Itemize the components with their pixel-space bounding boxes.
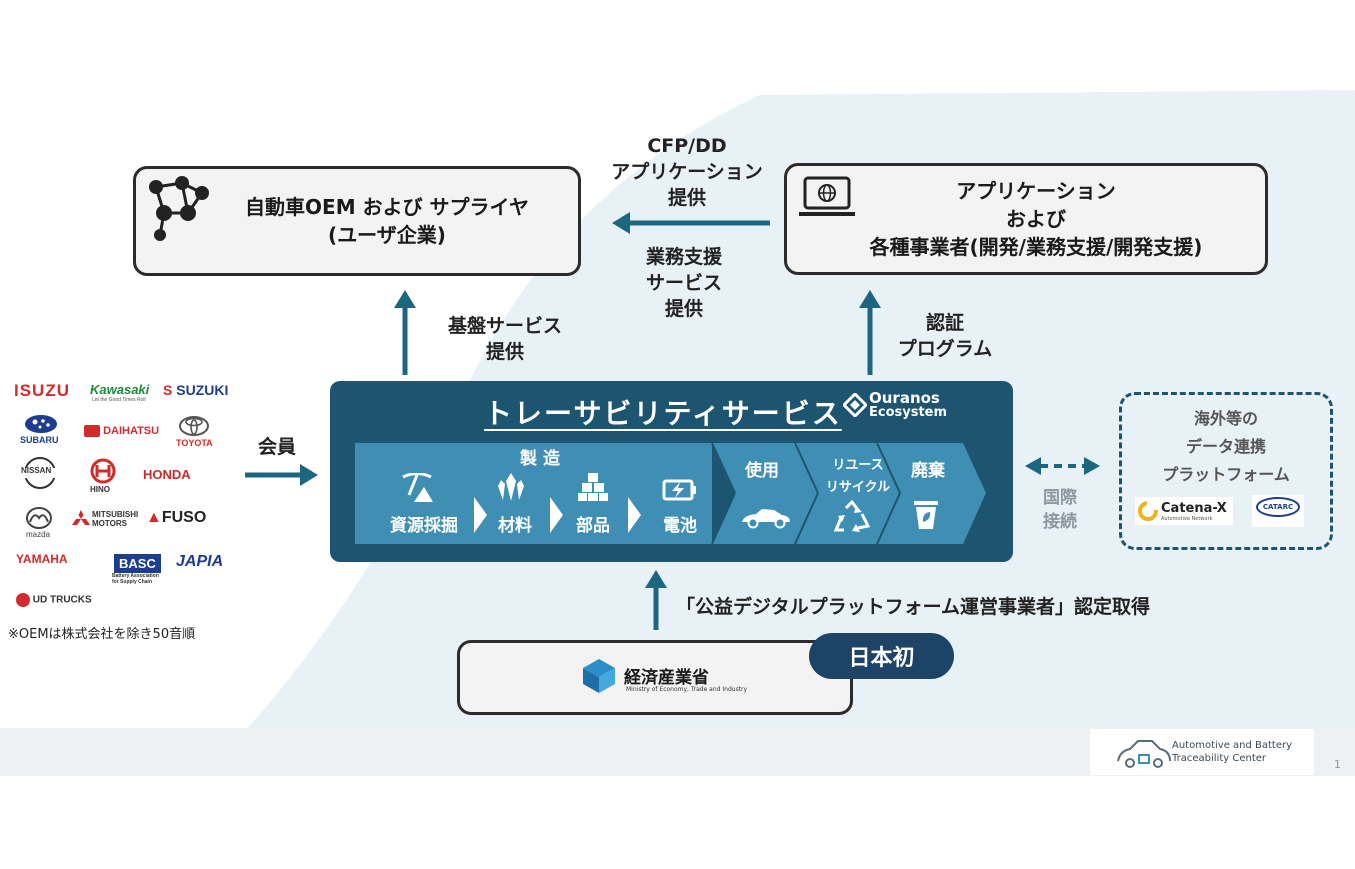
footer-logo-line2: Traceability Center [1172,753,1267,764]
logo-suzuki: S SUZUKI [163,382,229,398]
cert-program-label: 認証プログラム [897,312,993,360]
network-people-icon [149,176,209,241]
daihatsu-mark-icon [84,425,100,438]
pickaxe-icon [402,473,433,502]
catarc-logo: CATARC [1252,495,1304,527]
footer-logo-line1: Automotive and Battery [1172,740,1293,751]
catena-x-logo: Catena-X Automotive Network [1135,497,1233,525]
manufacturing-label: 製 造 [520,449,560,469]
crystal-icon [498,473,524,501]
oem-order-note: ※OEMは株式会社を除き50音順 [8,627,196,642]
oem-box-line2: (ユーザ企業) [328,223,446,247]
ud-mark-icon [16,593,30,607]
member-label: 会員 [257,436,296,458]
step-parts: 部品 [576,516,610,536]
logo-basc: BASC [114,554,161,573]
oem-box-line1: 自動車OEM および サプライヤ [245,195,529,219]
fuso-mark-icon: ▲ [146,509,162,526]
logo-daihatsu: DAIHATSU [84,425,159,438]
application-box: アプリケーション および 各種事業者(開発/業務支援/開発支援) [784,163,1268,275]
logo-kawasaki: Kawasaki [90,382,150,397]
traceability-title: トレーサビリティサービス [484,397,842,430]
logo-isuzu: ISUZU [14,381,70,400]
page-number: 1 [1334,758,1341,771]
logo-fuso: ▲FUSO [146,509,207,526]
car-battery-outline-icon [1117,740,1171,768]
logo-japia: JAPIA [176,553,224,570]
laptop-globe-icon [799,176,855,216]
nissan-emblem-icon [20,457,60,489]
suzuki-mark-icon: S [163,382,173,398]
toyota-emblem-icon [179,416,209,436]
step-materials: 材料 [498,516,532,536]
ouranos-sub: Ecosystem [869,405,948,420]
step-disposal: 廃棄 [911,461,945,481]
meti-sub: Ministry of Economy, Trade and Industry [626,686,748,693]
step-use: 使用 [745,461,779,481]
recycle-icon [833,500,871,532]
business-support-label: 業務支援サービス提供 [645,246,722,320]
logo-toyota: TOYOTA [176,438,213,448]
logo-nissan: NISSAN [21,466,52,475]
logo-honda: HONDA [143,467,191,482]
meti-emblem-icon [583,659,615,693]
oem-supplier-box: 自動車OEM および サプライヤ (ユーザ企業) [133,166,581,276]
battery-icon [662,479,696,501]
car-icon [742,509,790,529]
base-service-label: 基盤サービス提供 [447,315,562,363]
step-recycle: リサイクル [825,480,891,495]
footer-logo: Automotive and Battery Traceability Cent… [1090,729,1314,775]
logo-hino: HINO [90,485,110,494]
blocks-icon [578,473,608,501]
step-battery: 電池 [663,516,697,536]
public-platform-cert-label: 「公益デジタルプラットフォーム運営事業者」認定取得 [676,596,1151,618]
mazda-emblem-icon [26,507,52,529]
overseas-platform-box [1119,392,1333,550]
logo-mazda: mazda [26,530,51,539]
japan-first-badge: 日本初 [809,633,954,679]
app-box-line1: アプリケーション [956,179,1116,203]
logo-kawasaki-sub: Let the Good Times Roll [92,397,146,403]
subaru-emblem-icon [25,415,57,433]
step-resource-mining: 資源採掘 [390,516,458,536]
mitsubishi-emblem-icon [72,510,90,525]
logo-yamaha: YAMAHA [16,552,68,566]
logo-ud-trucks: UD TRUCKS [16,593,92,607]
meti-name: 経済産業省 [624,668,709,688]
hino-emblem-icon [90,458,116,484]
app-box-line2: および [1005,207,1066,231]
logo-subaru: SUBARU [20,435,59,445]
app-box-line3: 各種事業者(開発/業務支援/開発支援) [869,235,1203,259]
ouranos-name: Ouranos [869,389,940,407]
step-reuse: リユース [832,458,884,473]
catena-x-mark-icon [1138,501,1158,521]
ouranos-diamond-icon [843,393,867,417]
intl-connection-label: 国際接続 [1043,488,1077,532]
overseas-label: 海外等のデータ連携プラットフォーム [1162,409,1290,484]
trash-icon [914,501,938,529]
